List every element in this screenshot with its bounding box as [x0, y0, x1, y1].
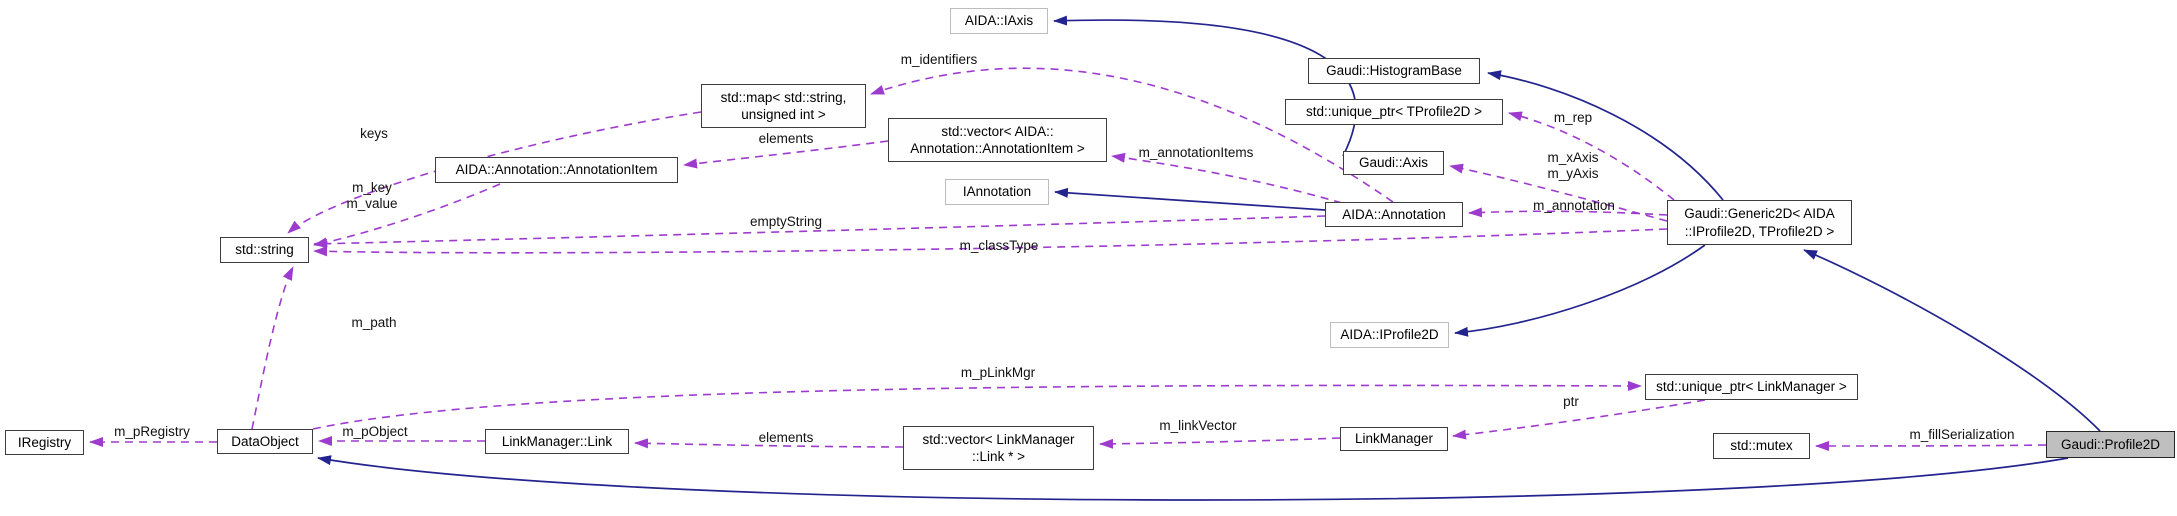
edge-label-m-fillserialization: m_fillSerialization: [1909, 427, 2015, 442]
node-gaudi-histogrambase[interactable]: Gaudi::HistogramBase: [1308, 58, 1480, 84]
edge-m-xaxis-yaxis: [1449, 163, 1668, 222]
node-gaudi-profile2d[interactable]: Gaudi::Profile2D: [2046, 431, 2175, 458]
edge-label-m-rep: m_rep: [1553, 110, 1593, 125]
node-iannotation[interactable]: IAnnotation: [945, 179, 1049, 205]
edge-m-annotation: [1468, 207, 1668, 218]
edge-elements-bottom: [634, 438, 904, 449]
node-linkmanager-link[interactable]: LinkManager::Link: [485, 429, 629, 454]
node-aida-annotation-annotationitem[interactable]: AIDA::Annotation::AnnotationItem: [435, 157, 678, 183]
edge-label-m-plinkmgr: m_pLinkMgr: [960, 365, 1036, 380]
edge-profile2d-to-dataobject: [317, 455, 2069, 501]
edge-keys: [287, 111, 702, 234]
node-std-vector-link[interactable]: std::vector< LinkManager ::Link * >: [903, 426, 1094, 470]
node-gaudi-axis[interactable]: Gaudi::Axis: [1343, 151, 1444, 175]
node-aida-annotation[interactable]: AIDA::Annotation: [1325, 202, 1463, 227]
edge-label-m-pregistry: m_pRegistry: [114, 424, 190, 439]
edge-profile2d-to-generic2d: [1803, 249, 2101, 432]
edge-elements-top: [683, 140, 889, 169]
edge-m-identifiers: [870, 67, 1394, 203]
node-std-string[interactable]: std::string: [220, 237, 309, 263]
edge-label-m-identifiers: m_identifiers: [900, 52, 978, 67]
edge-label-m-pobject: m_pObject: [342, 424, 408, 439]
node-aida-iprofile2d[interactable]: AIDA::IProfile2D: [1330, 322, 1449, 348]
edge-label-m-path: m_path: [351, 315, 397, 330]
edge-label-m-annotation: m_annotation: [1533, 198, 1615, 213]
edge-emptystring: [313, 215, 1326, 249]
edge-label-emptystring: emptyString: [749, 214, 823, 229]
edge-m-annotationitems: [1111, 152, 1343, 204]
edge-label-keys: keys: [360, 126, 388, 141]
node-gaudi-generic2d[interactable]: Gaudi::Generic2D< AIDA ::IProfile2D, TPr…: [1667, 200, 1852, 245]
edge-m-fillserialization: [1815, 440, 2047, 451]
edge-label-elements-top: elements: [758, 131, 814, 146]
edge-label-m-key-m-value: m_key m_value: [346, 180, 398, 211]
edge-label-m-classtype: m_classType: [959, 238, 1039, 253]
node-std-map[interactable]: std::map< std::string, unsigned int >: [701, 84, 866, 128]
edge-m-path: [251, 266, 294, 430]
edge-m-key-value: [313, 183, 501, 248]
node-linkmanager[interactable]: LinkManager: [1340, 427, 1448, 451]
edge-generic2d-to-iprofile2d: [1454, 244, 1706, 337]
node-std-vector-annotationitem[interactable]: std::vector< AIDA:: Annotation::Annotati…: [888, 118, 1107, 162]
node-std-unique-ptr-tprofile2d[interactable]: std::unique_ptr< TProfile2D >: [1285, 99, 1503, 125]
edge-ptr: [1452, 399, 1706, 440]
edge-label-m-annotationitems: m_annotationItems: [1138, 145, 1254, 160]
node-std-mutex[interactable]: std::mutex: [1713, 433, 1810, 459]
edge-m-classtype: [313, 228, 1668, 257]
edge-m-plinkmgr: [312, 380, 1642, 430]
node-aida-iaxis[interactable]: AIDA::IAxis: [950, 8, 1048, 34]
edge-label-elements-bottom: elements: [758, 430, 814, 445]
edge-generic2d-to-histogrambase: [1487, 70, 1724, 201]
node-std-unique-ptr-linkmanager[interactable]: std::unique_ptr< LinkManager >: [1645, 374, 1858, 400]
edge-label-ptr: ptr: [1563, 394, 1579, 409]
edge-label-m-xaxis-m-yaxis: m_xAxis m_yAxis: [1547, 150, 1599, 181]
node-iregistry[interactable]: IRegistry: [5, 430, 84, 455]
edge-label-m-linkvector: m_linkVector: [1159, 418, 1237, 433]
node-dataobject[interactable]: DataObject: [217, 429, 313, 454]
edge-m-linkvector: [1099, 437, 1341, 449]
edge-annotation-to-iannotation: [1054, 187, 1326, 211]
